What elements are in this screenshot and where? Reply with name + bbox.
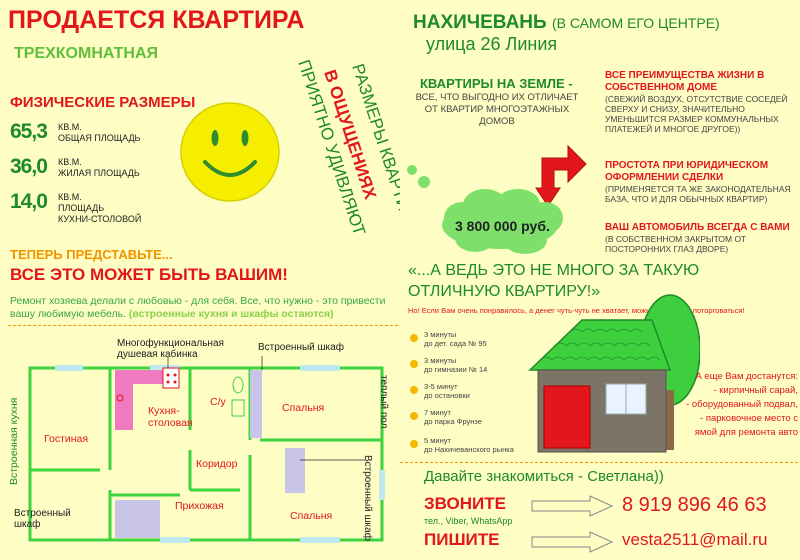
plan-label-wardrobe-right: Встроенный шкаф [362,455,373,541]
physical-sizes-title: ФИЗИЧЕСКИЕ РАЗМЕРЫ [10,94,196,111]
yours-heading: ВСЕ ЭТО МОЖЕТ БЫТЬ ВАШИМ! [10,265,288,284]
size-row-living: 36,0 КВ.М.ЖИЛАЯ ПЛОЩАДЬ [10,155,140,179]
email-link[interactable]: vesta2511@mail.ru [622,530,768,549]
location-street: улица 26 Линия [426,34,558,54]
plan-label-wardrobe-top: Встроенный шкаф [258,342,344,353]
benefit-car: ВАШ АВТОМОБИЛЬ ВСЕГДА С ВАМИ (В СОБСТВЕН… [605,222,790,254]
plan-label-built-kitchen: Встроенная кухня [8,397,20,485]
plan-label-warm-floor: теплый пол [378,375,389,429]
price-label: 3 800 000 руб. [455,218,550,234]
meet-text: Давайте знакомиться - Светлана)) [424,468,664,485]
page-subtitle: ТРЕХКОМНАТНАЯ [14,45,159,62]
benefit-own-house: ВСЕ ПРЕИМУЩЕСТВА ЖИЗНИ В СОБСТВЕННОМ ДОМ… [605,70,788,134]
size-row-total: 65,3 КВ.М.ОБЩАЯ ПЛОЩАДЬ [10,120,140,144]
plan-label-hall: Прихожая [175,500,224,512]
write-label: ПИШИТЕ [424,530,500,549]
imagine-heading: ТЕПЕРЬ ПРЕДСТАВЬТЕ... [10,247,173,262]
ground-description: ВСЕ, ЧТО ВЫГОДНО ИХ ОТЛИЧАЕТ ОТ КВАРТИР … [415,92,579,127]
arrow-right-icon [531,495,614,517]
rotated-slogan: РАЗМЕРЫ КВАРТИРЫ В ОЩУЩЕНИЯХ ПРИЯТНО УДИ… [294,60,400,238]
bargain-note: Но! Если Вам очень понравилось, а денег … [408,306,745,315]
page-title: ПРОДАЕТСЯ КВАРТИРА [8,6,305,34]
plan-label-bedroom-2: Спальня [290,510,333,522]
floor-plan [28,356,385,543]
smiley-icon [180,102,280,202]
arrow-right-icon [531,531,614,553]
location-district: НАХИЧЕВАНЬ (В САМОМ ЕГО ЦЕНТРЕ) [413,12,720,33]
divider [8,325,398,326]
size-unit: КВ.М.ЖИЛАЯ ПЛОЩАДЬ [58,157,140,178]
plan-label-wardrobe-bottom: Встроенный шкаф [14,508,71,530]
distance-bullets [410,334,418,448]
plan-label-bathroom: С/у [210,396,226,408]
plan-label-living: Гостиная [44,433,89,445]
house-illustration [528,294,700,453]
call-label: ЗВОНИТЕ [424,494,506,513]
price-cloud-graphic [407,144,587,254]
plan-label-corridor: Коридор [196,458,238,470]
call-channels: тел., Viber, WhatsApp [424,516,513,526]
size-unit: КВ.М.ОБЩАЯ ПЛОЩАДЬ [58,122,141,143]
renovation-text: Ремонт хозяева делали с любовью - для се… [10,295,386,320]
benefit-legal: ПРОСТОТА ПРИ ЮРИДИЧЕСКОМ ОФОРМЛЕНИИ СДЕЛ… [605,160,791,204]
plan-label-shower: Многофункциональная душевая кабинка [117,338,224,360]
size-value: 36,0 [10,155,48,178]
extras-list: А еще Вам достанутся: - кирпичный сарай,… [686,371,798,438]
size-value: 65,3 [10,120,48,143]
ground-title: КВАРТИРЫ НА ЗЕМЛЕ - [420,76,573,91]
size-value: 14,0 [10,190,48,213]
phone-link[interactable]: 8 919 896 46 63 [622,494,767,516]
plan-label-kitchen-dining: Кухня-столовая [148,405,193,429]
plan-label-bedroom-1: Спальня [282,402,325,414]
divider [400,462,798,463]
